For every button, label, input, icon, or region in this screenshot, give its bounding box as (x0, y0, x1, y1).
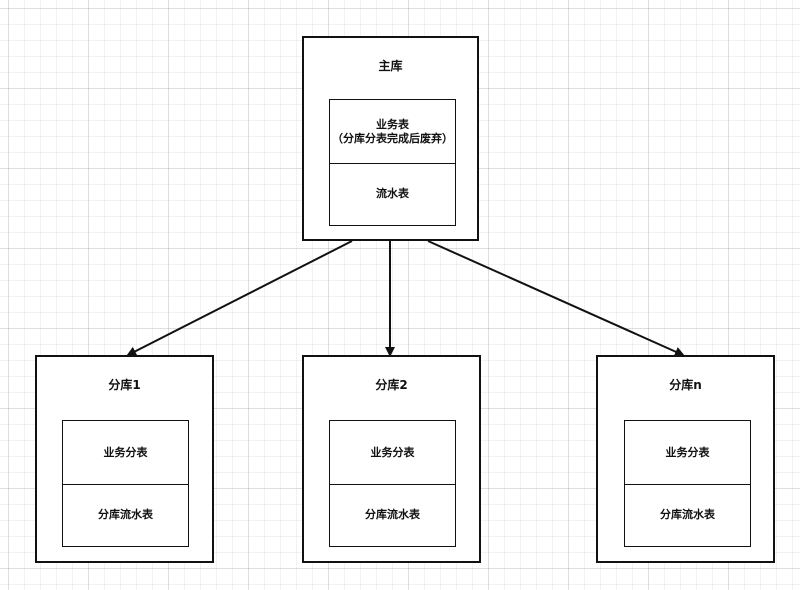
main-database-title: 主库 (378, 59, 403, 73)
shard-1-log-table-label: 分库流水表 (98, 508, 153, 521)
business-table-note: （分库分表完成后废弃） (332, 131, 453, 145)
log-table-label: 流水表 (376, 187, 409, 200)
shard-n-business-table-cell[interactable]: 业务分表 (625, 421, 750, 485)
business-table-label: 业务表 (376, 117, 409, 131)
shard-n-log-table-label: 分库流水表 (660, 508, 715, 521)
shard-2-business-table-cell[interactable]: 业务分表 (330, 421, 455, 485)
main-database-box[interactable]: 主库 业务表 （分库分表完成后废弃） 流水表 (302, 36, 479, 241)
shard-1-box[interactable]: 分库1 业务分表 分库流水表 (35, 355, 214, 563)
shard-2-log-table-cell[interactable]: 分库流水表 (330, 484, 455, 546)
business-table-cell[interactable]: 业务表 （分库分表完成后废弃） (330, 100, 455, 164)
shard-n-box[interactable]: 分库n 业务分表 分库流水表 (596, 355, 775, 563)
shard-2-tables: 业务分表 分库流水表 (329, 420, 456, 547)
arrow-to-shard-n (427, 240, 685, 357)
shard-2-title: 分库2 (375, 378, 408, 392)
shard-1-log-table-cell[interactable]: 分库流水表 (63, 484, 188, 546)
shard-1-business-table-label: 业务分表 (103, 445, 148, 459)
shard-1-tables: 业务分表 分库流水表 (62, 420, 189, 547)
shard-2-business-table-label: 业务分表 (370, 445, 415, 459)
shard-n-business-table-label: 业务分表 (665, 445, 710, 459)
shard-n-log-table-cell[interactable]: 分库流水表 (625, 484, 750, 546)
main-database-tables: 业务表 （分库分表完成后废弃） 流水表 (329, 99, 456, 226)
shard-1-title: 分库1 (108, 378, 141, 392)
shard-n-tables: 业务分表 分库流水表 (624, 420, 751, 547)
shard-n-title: 分库n (669, 378, 702, 392)
shard-1-business-table-cell[interactable]: 业务分表 (63, 421, 188, 485)
log-table-cell[interactable]: 流水表 (330, 163, 455, 225)
shard-2-box[interactable]: 分库2 业务分表 分库流水表 (302, 355, 481, 563)
shard-2-log-table-label: 分库流水表 (365, 508, 420, 521)
arrow-to-shard-1 (126, 240, 353, 356)
